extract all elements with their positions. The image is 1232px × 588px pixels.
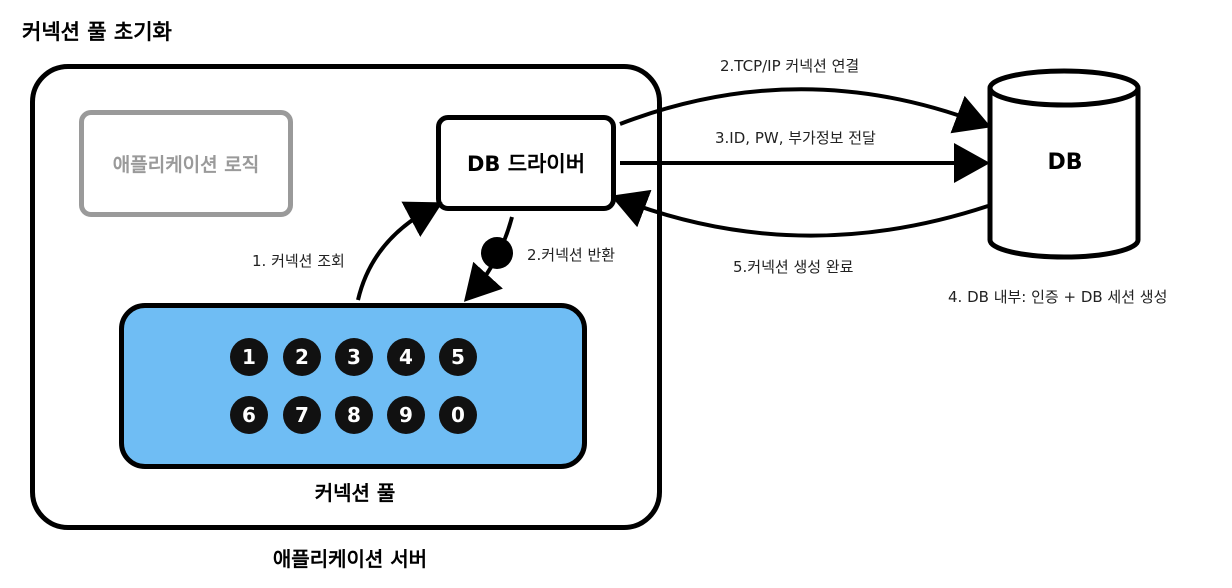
connection-0: 0 xyxy=(439,396,477,434)
label-step2-tcp: 2.TCP/IP 커넥션 연결 xyxy=(720,57,860,75)
arrow-step5 xyxy=(610,189,989,238)
db-driver-label: DB 드라이버 xyxy=(466,152,586,176)
connection-5: 5 xyxy=(439,338,477,376)
application-logic-box: 애플리케이션 로직 xyxy=(79,110,293,217)
page-title: 커넥션 풀 초기화 xyxy=(22,20,172,44)
connection-9: 9 xyxy=(387,396,425,434)
arrow-step1 xyxy=(356,201,443,301)
connection-4: 4 xyxy=(387,338,425,376)
connection-8: 8 xyxy=(335,396,373,434)
arrow-step2-tcp xyxy=(619,87,992,134)
connection-pool-box xyxy=(119,303,587,469)
db-driver-box: DB 드라이버 xyxy=(436,115,616,211)
label-step4: 4. DB 내부: 인증 + DB 세션 생성 xyxy=(948,288,1168,306)
db-label: DB xyxy=(1047,150,1083,175)
connection-3: 3 xyxy=(335,338,373,376)
application-logic-label: 애플리케이션 로직 xyxy=(112,154,260,176)
connection-2: 2 xyxy=(283,338,321,376)
connection-token xyxy=(481,237,513,269)
connection-1: 1 xyxy=(230,338,268,376)
connection-pool-label: 커넥션 풀 xyxy=(314,481,396,505)
label-step3: 3.ID, PW, 부가정보 전달 xyxy=(715,129,876,147)
connection-7: 7 xyxy=(283,396,321,434)
connection-6: 6 xyxy=(230,396,268,434)
db-cylinder xyxy=(987,68,1141,260)
label-step1: 1. 커넥션 조회 xyxy=(252,252,345,270)
label-step5: 5.커넥션 생성 완료 xyxy=(733,258,854,276)
application-server-label: 애플리케이션 서버 xyxy=(272,547,428,571)
label-step2-return: 2.커넥션 반환 xyxy=(527,246,616,264)
